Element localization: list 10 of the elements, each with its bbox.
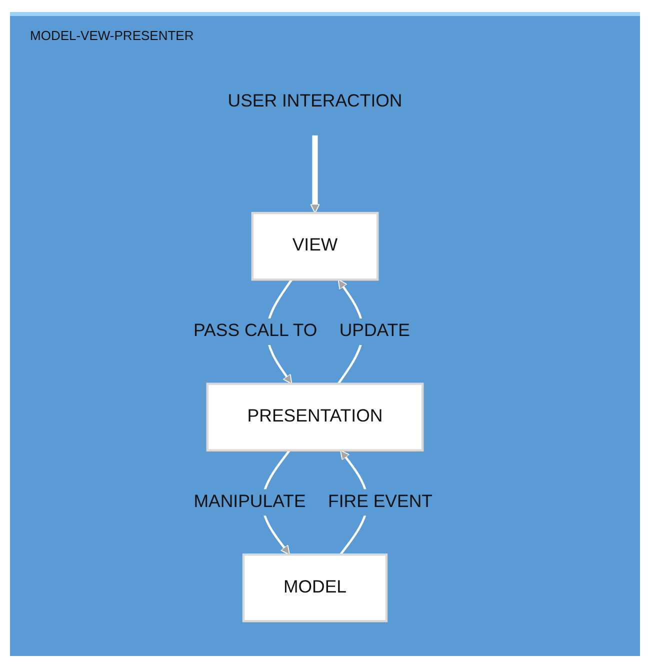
edge-label: PASS CALL TO xyxy=(194,322,318,341)
node-box: VIEW xyxy=(251,212,379,281)
arrow xyxy=(310,135,320,214)
node-box: MODEL xyxy=(242,553,388,622)
node-box: PRESENTATION xyxy=(206,382,424,452)
edge-label: MANIPULATE xyxy=(194,492,306,512)
edge-label: FIRE EVENT xyxy=(328,492,432,512)
edge-label: UPDATE xyxy=(339,322,410,341)
node-text: USER INTERACTION xyxy=(228,92,402,112)
diagram-title: MODEL-VEW-PRESENTER xyxy=(30,28,194,43)
